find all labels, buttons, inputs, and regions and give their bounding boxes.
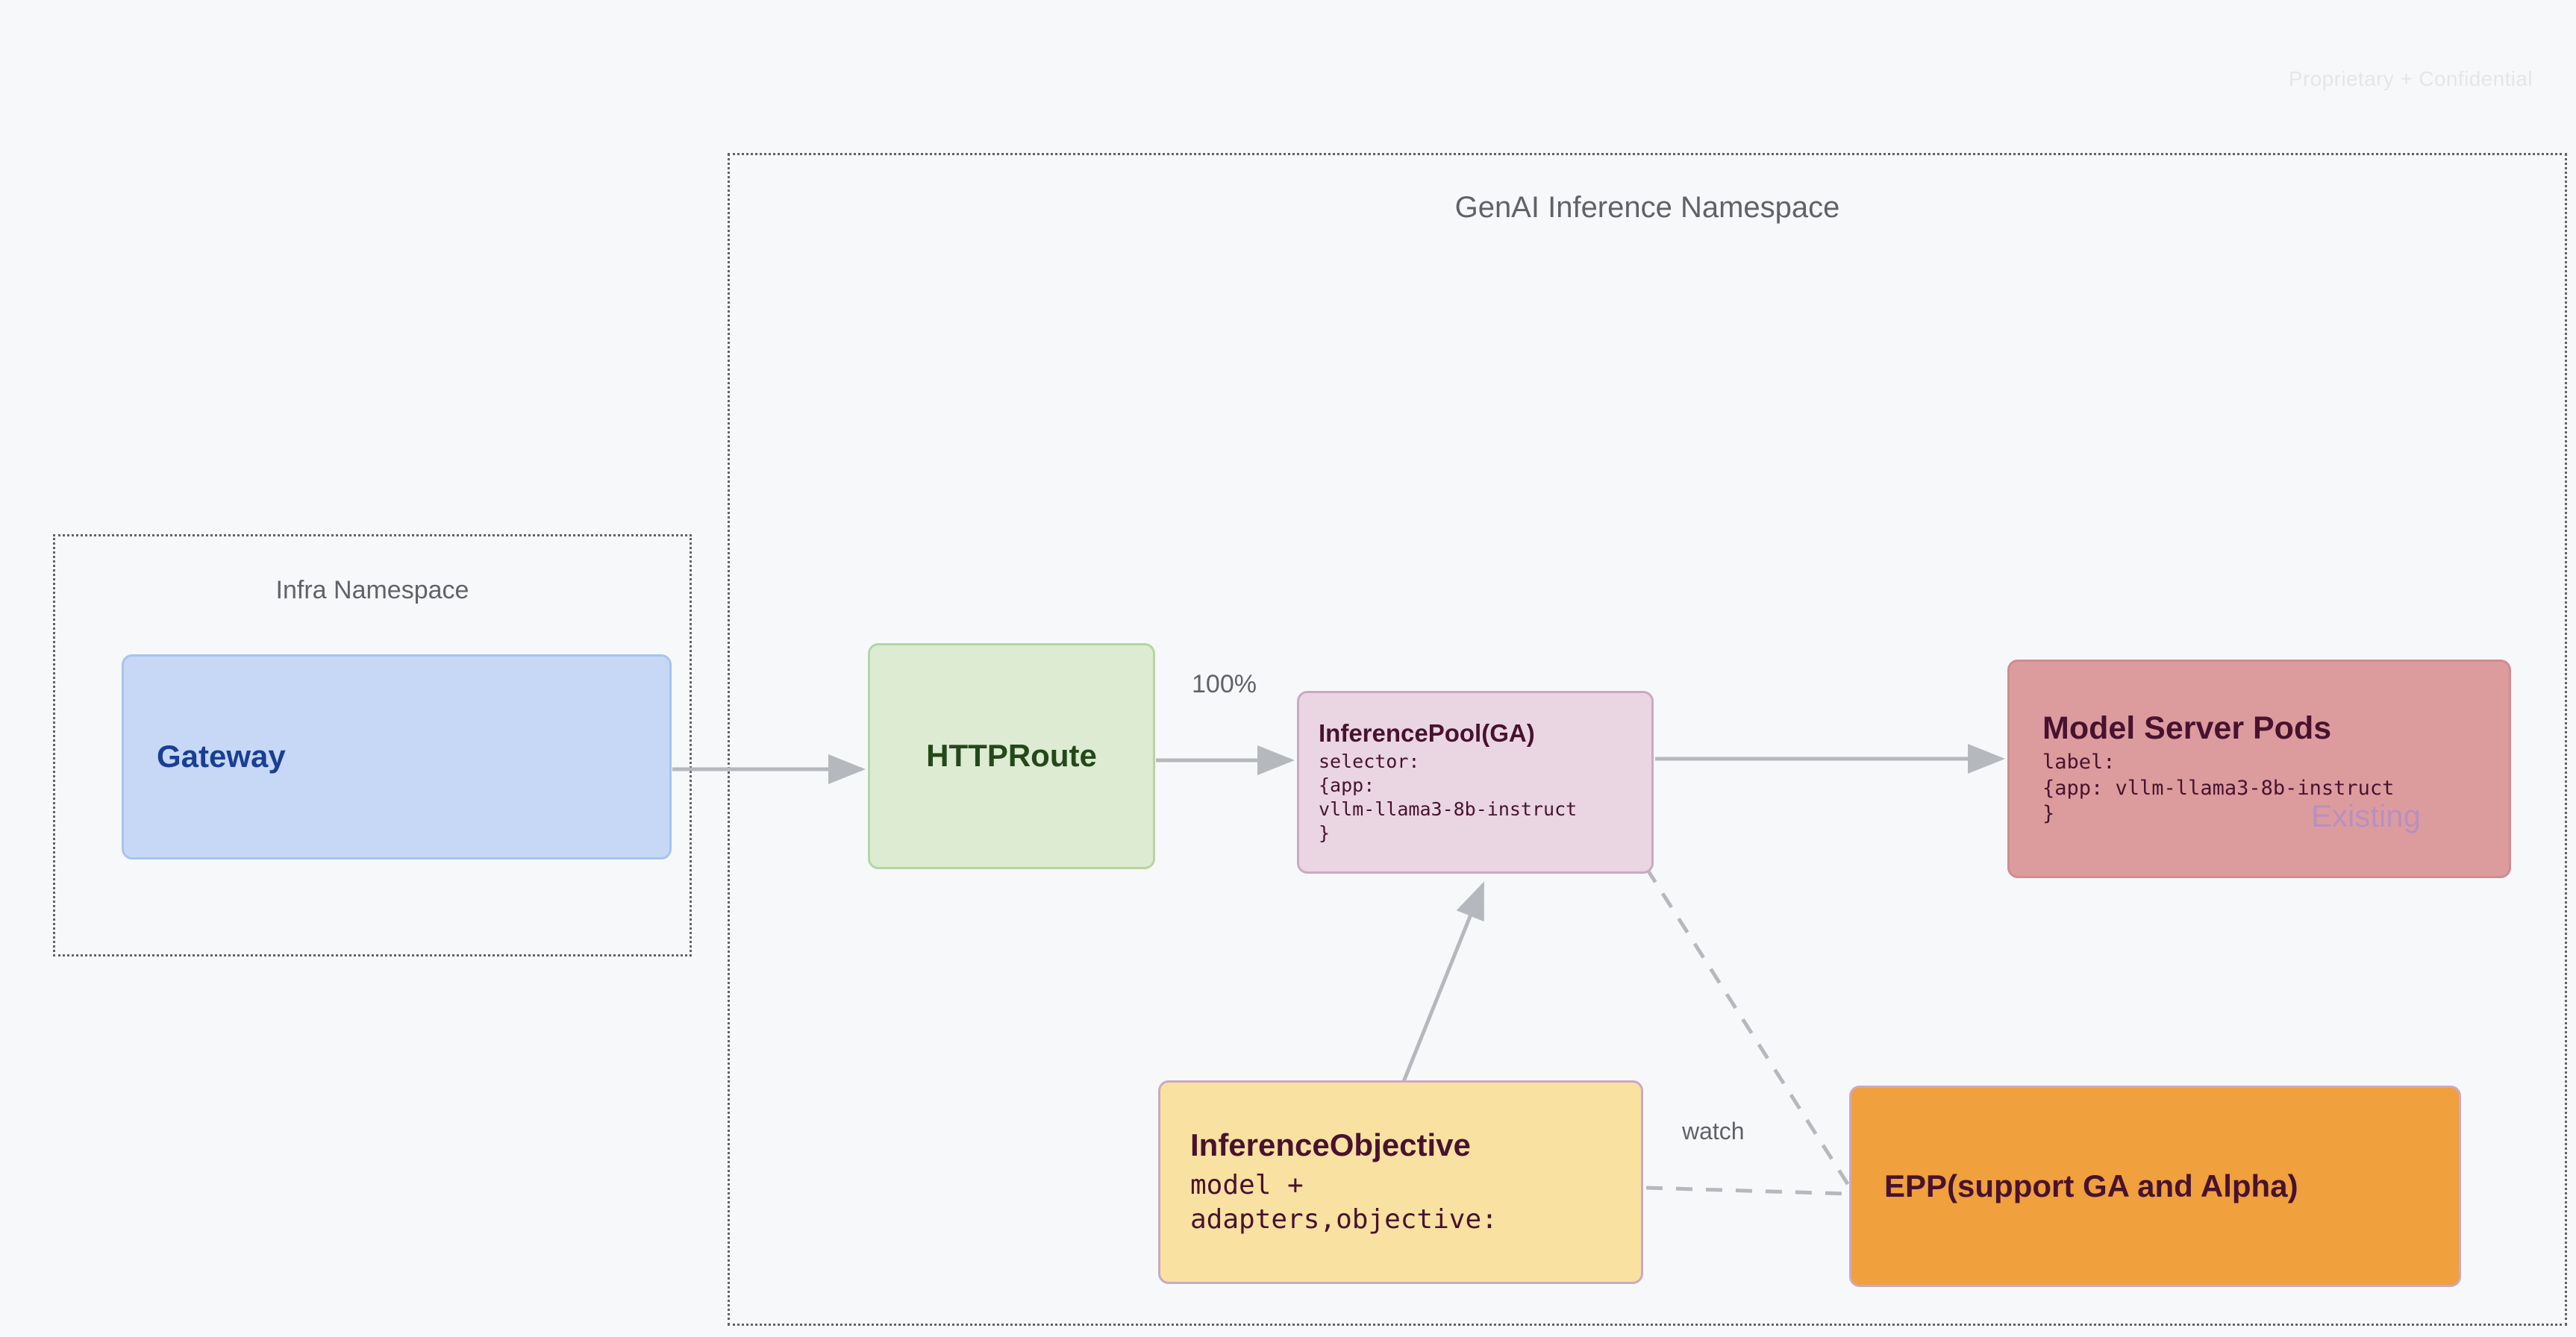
model-server-pods-title: Model Server Pods	[2042, 710, 2332, 746]
node-model-server-pods[interactable]: Model Server Pods label: {app: vllm-llam…	[2007, 660, 2511, 878]
namespace-infra-title: Infra Namespace	[275, 576, 469, 604]
inferencepool-body: selector: {app: vllm-llama3-8b-instruct …	[1319, 750, 1578, 844]
edge-label-watch: watch	[1682, 1118, 1745, 1145]
namespace-genai-inference: GenAI Inference Namespace	[728, 153, 2567, 1326]
namespace-genai-title: GenAI Inference Namespace	[1454, 191, 1840, 224]
node-epp[interactable]: EPP(support GA and Alpha)	[1849, 1086, 2461, 1287]
model-server-pods-body: label: {app: vllm-llama3-8b-instruct }	[2042, 751, 2395, 826]
epp-title: EPP(support GA and Alpha)	[1884, 1168, 2298, 1203]
node-httproute[interactable]: HTTPRoute	[868, 643, 1155, 869]
node-inferenceobjective[interactable]: InferenceObjective model + adapters,obje…	[1158, 1080, 1643, 1284]
existing-badge: Existing	[2310, 798, 2421, 833]
inferenceobjective-title: InferenceObjective	[1190, 1127, 1471, 1163]
edge-label-100-percent: 100%	[1192, 670, 1257, 698]
namespace-infra: Infra Namespace	[53, 534, 692, 956]
inferencepool-title: InferencePool(GA)	[1319, 719, 1535, 748]
proprietary-watermark: Proprietary + Confidential	[2288, 67, 2533, 90]
gateway-title: Gateway	[157, 739, 286, 774]
inferenceobjective-body: model + adapters,objective:	[1190, 1169, 1498, 1235]
httproute-title: HTTPRoute	[926, 738, 1097, 774]
node-gateway[interactable]: Gateway	[122, 654, 672, 860]
node-inferencepool[interactable]: InferencePool(GA) selector: {app: vllm-l…	[1297, 691, 1654, 874]
